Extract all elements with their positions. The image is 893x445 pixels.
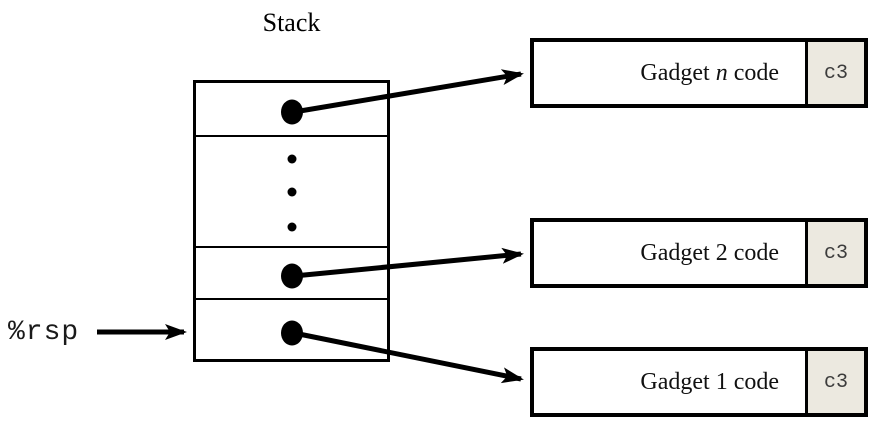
stack-title: Stack (262, 8, 321, 37)
gadget-2-label-suffix: code (727, 239, 779, 266)
stack-cell-gadget-1-pointer (196, 300, 387, 359)
gadget-n-label-var: n (715, 59, 728, 86)
ret-byte-cell: c3 (805, 222, 864, 284)
gadget-n-label-suffix: code (727, 59, 779, 86)
gadget-1-label-suffix: code (727, 368, 779, 395)
rsp-register-label: %rsp (8, 317, 80, 348)
gadget-1-label: Gadget 1 code (534, 351, 805, 413)
stack-box (193, 80, 390, 362)
gadget-1-box: Gadget 1 code c3 (530, 347, 868, 417)
gadget-1-label-prefix: Gadget (640, 368, 716, 395)
stack-cell-gadget-2-pointer (196, 248, 387, 300)
gadget-2-label: Gadget 2 code (534, 222, 805, 284)
gadget-n-box: Gadget n code c3 (530, 38, 868, 108)
gadget-n-label: Gadget n code (534, 42, 805, 104)
stack-cell-gadget-n-pointer (196, 83, 387, 137)
ret-byte-cell: c3 (805, 351, 864, 413)
ret-byte-cell: c3 (805, 42, 864, 104)
gadget-1-label-var: 1 (715, 368, 728, 395)
gadget-n-label-prefix: Gadget (640, 59, 716, 86)
gadget-2-box: Gadget 2 code c3 (530, 218, 868, 288)
gadget-2-label-var: 2 (715, 239, 728, 266)
gadget-2-label-prefix: Gadget (640, 239, 716, 266)
stack-cell-ellipsis (196, 137, 387, 248)
